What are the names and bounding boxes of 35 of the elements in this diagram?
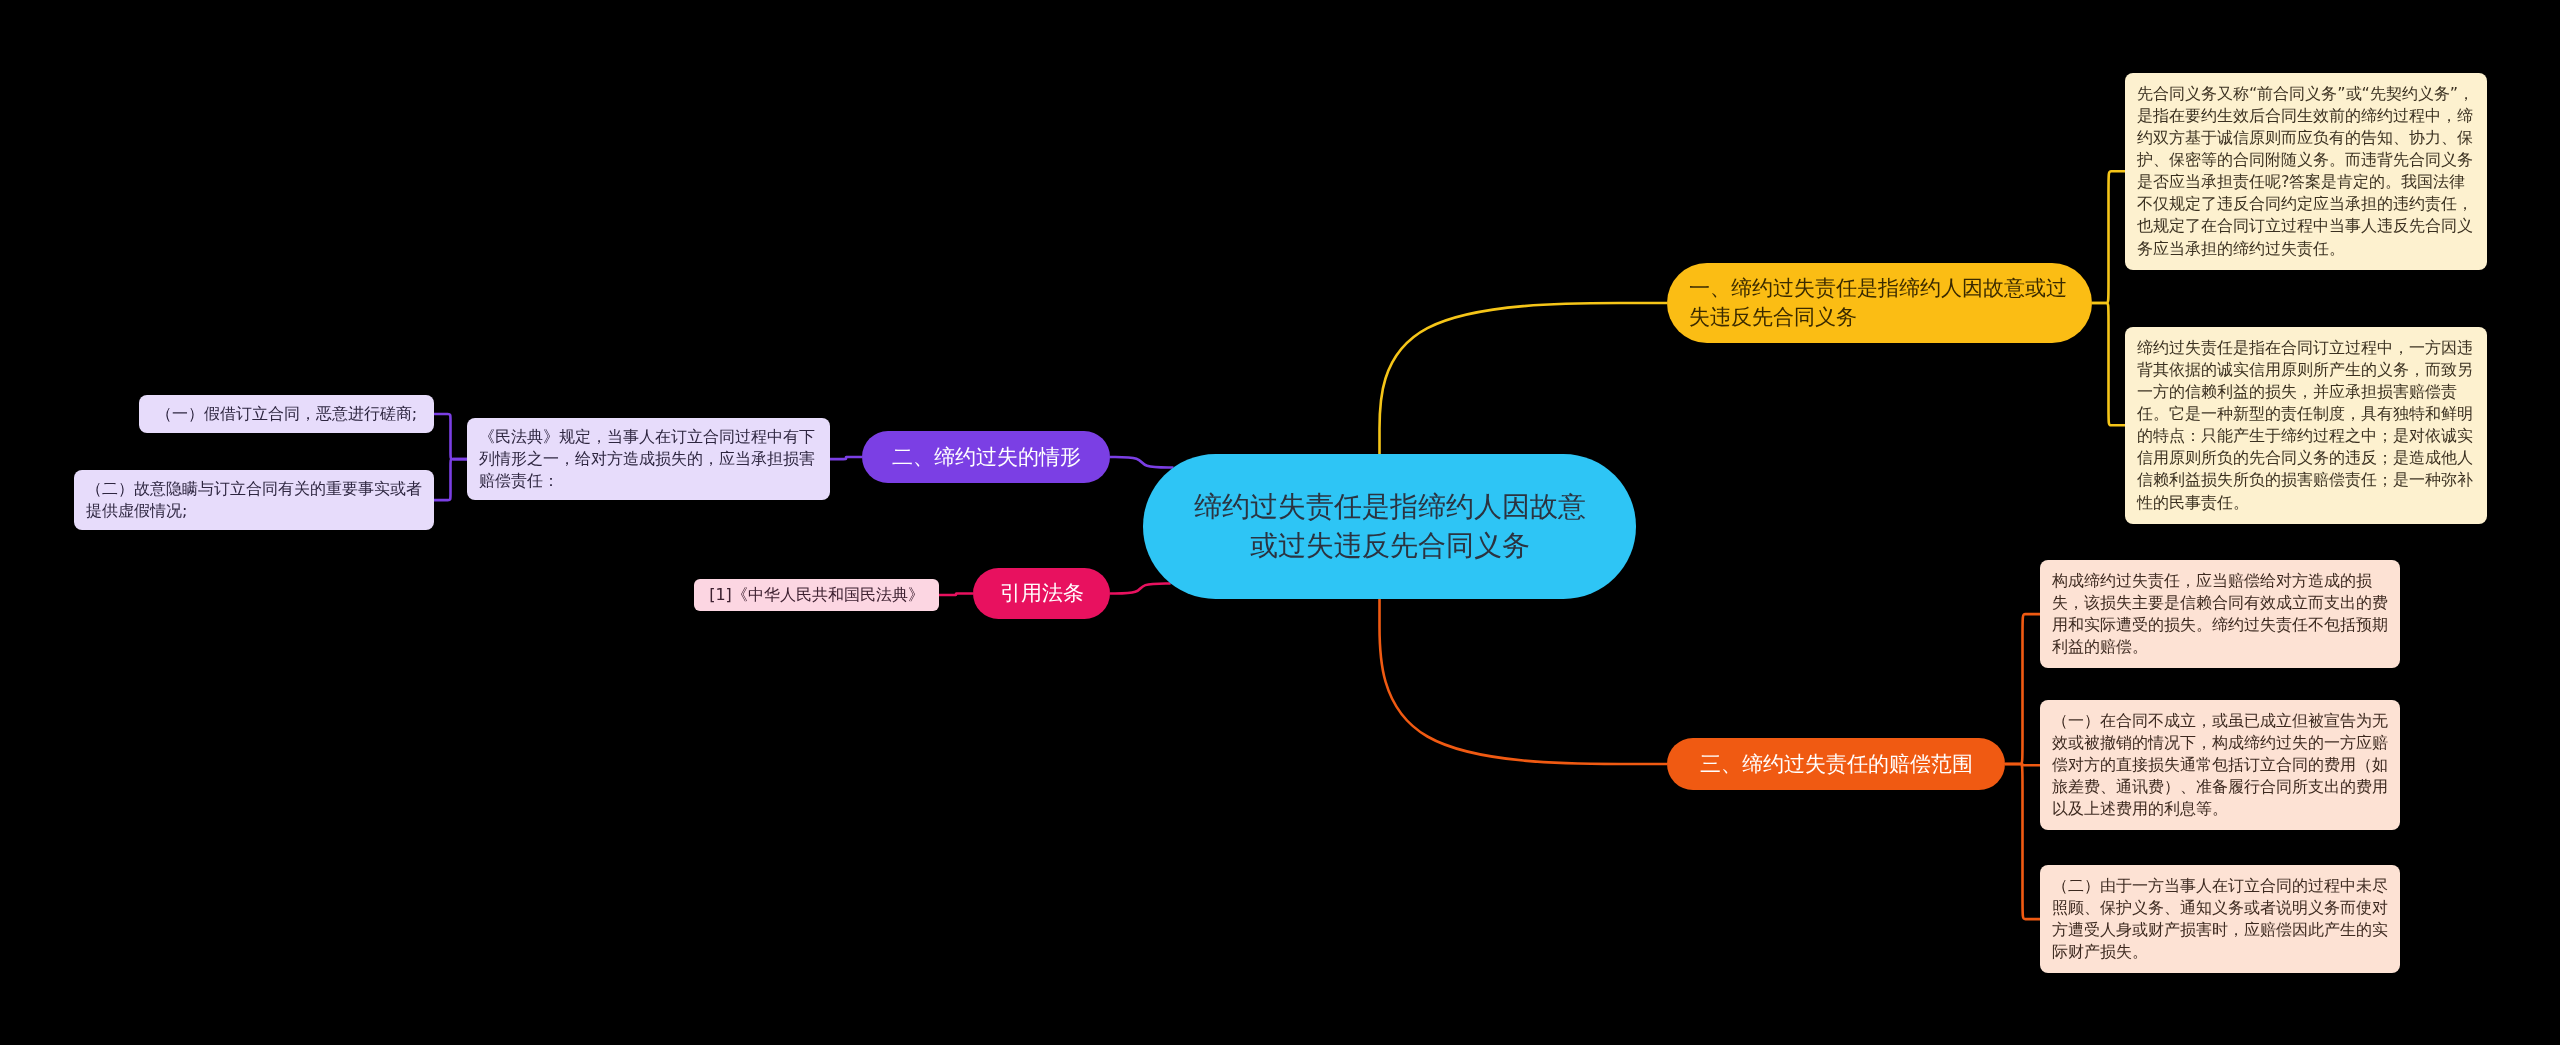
detail-note — [2040, 560, 2400, 669]
node-text: 构成缔约过失责任，应当赔偿给对方造成的损失，该损失主要是信赖合同有效成立而支出的费用和实际遭受的损失。缔约过失责任不包括预期利益的赔偿。 — [2052, 570, 2388, 659]
node-text: 三、缔约过失责任的赔偿范围 — [1699, 750, 1973, 778]
connector-line — [939, 592, 973, 597]
detail-note — [467, 418, 830, 501]
detail-note — [2040, 865, 2400, 974]
branch-topic — [1667, 738, 2005, 790]
connector-line — [1110, 582, 1171, 595]
node-text: 缔约过失责任是指缔约人因故意或过失违反先合同义务 — [1192, 488, 1587, 564]
node-text: 引用法条 — [999, 580, 1084, 607]
connector-line — [830, 455, 862, 461]
detail-note — [2125, 73, 2487, 270]
branch-topic — [862, 431, 1110, 483]
node-text: 一、缔约过失责任是指缔约人因故意或过失违反先合同义务 — [1689, 275, 2068, 331]
branch-topic — [973, 568, 1110, 619]
connector-line — [1378, 599, 1667, 766]
detail-note — [139, 395, 434, 434]
detail-note — [2125, 327, 2487, 524]
node-text: （一）在合同不成立，或虽已成立但被宣告为无效或被撤销的情况下，构成缔约过失的一方应赔偿对方的直接损失通常包括订立合同的费用（如旅差费、通讯费）、准备履行合同所支出的费用以及上述费用的利息等。 — [2052, 710, 2388, 821]
node-text: [1]《中华人民共和国民法典》 — [709, 584, 924, 606]
node-text: （二）故意隐瞒与订立合同有关的重要事实或者提供虚假情况; — [86, 478, 422, 523]
connector-line — [1378, 301, 1667, 454]
node-text: （一）假借订立合同，恶意进行磋商; — [155, 403, 418, 425]
detail-note — [2040, 700, 2400, 831]
node-text: 二、缔约过失的情形 — [891, 443, 1081, 471]
node-text: 先合同义务又称“前合同义务”或“先契约义务”，是指在要约生效后合同生效前的缔约过程中，缔约双方基于诚信原则而应负有的告知、协力、保护、保密等的合同附随义务。而违背先合同义务是否应当承担责任呢?答案是肯定的。我国法律不仅规定了违反合同约定应当承担的违约责任，也规定了在合同订立过程中当事人违反先合同义务应当承担的缔约过失责任。 — [2137, 83, 2475, 260]
connector-line — [434, 457, 467, 502]
detail-note — [74, 470, 434, 531]
connector-line — [1110, 455, 1174, 469]
node-text: （二）由于一方当事人在订立合同的过程中未尽照顾、保护义务、通知义务或者说明义务而使对方遭受人身或财产损害时，应赔偿因此产生的实际财产损失。 — [2052, 875, 2388, 964]
connector-line — [2005, 762, 2040, 921]
connector-line — [2092, 301, 2125, 427]
node-text: 缔约过失责任是指在合同订立过程中，一方因违背其依据的诚实信用原则所产生的义务，而致另一方的信赖利益的损失，并应承担损害赔偿责任。它是一种新型的责任制度，具有独特和鲜明的特点：只能产生于缔约过程之中；是对依诚实信用原则所负的先合同义务的违反；是造成他人信赖利益损失所负的损害赔偿责任；是一种弥补性的民事责任。 — [2137, 337, 2474, 514]
detail-note — [694, 579, 939, 612]
node-text: 《民法典》规定，当事人在订立合同过程中有下列情形之一，给对方造成损失的，应当承担损害赔偿责任： — [479, 426, 816, 493]
